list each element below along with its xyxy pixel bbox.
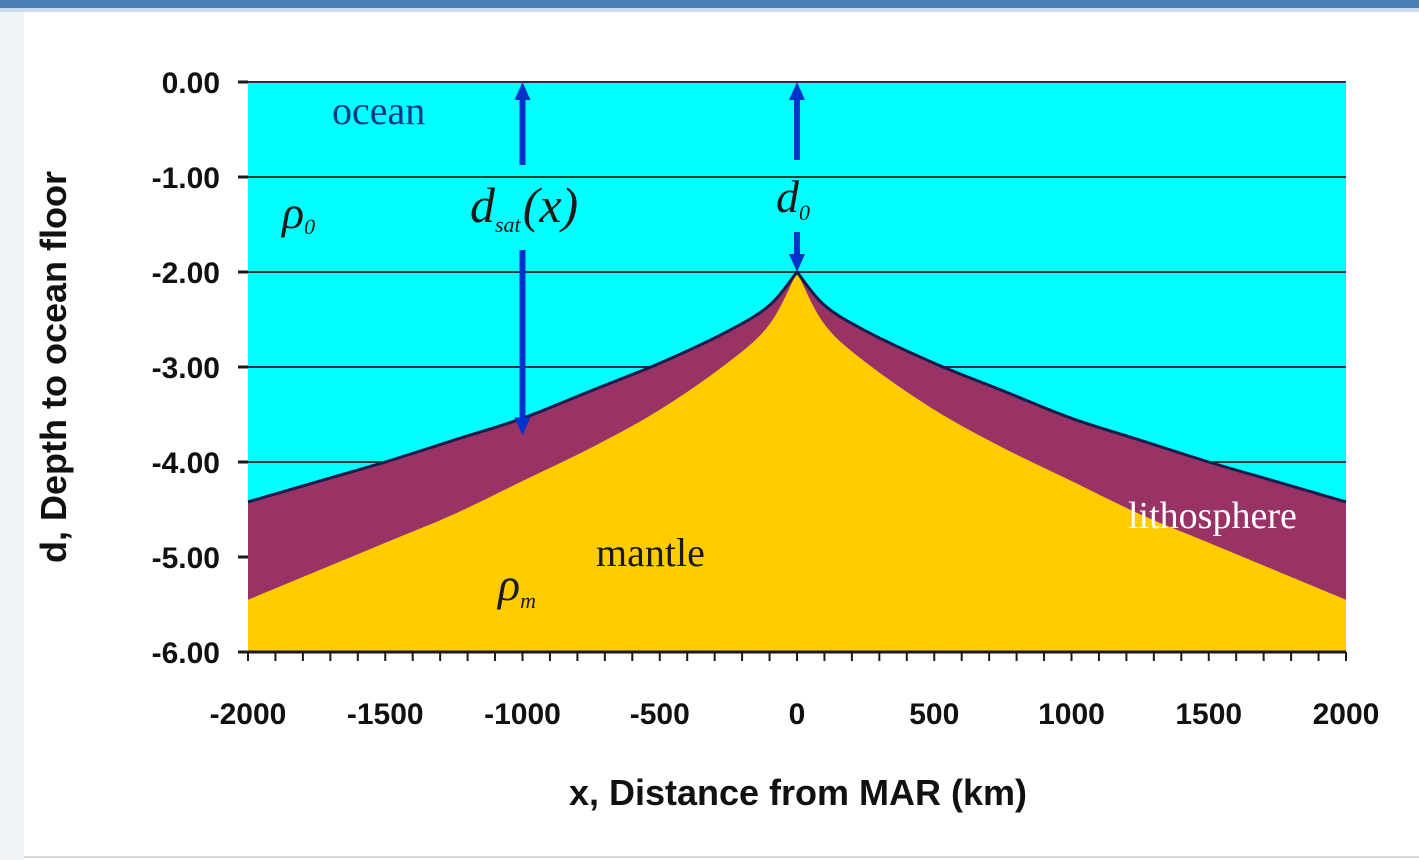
- y-axis-tick-marks: [238, 80, 248, 654]
- slide-bottom-rule: [24, 856, 1419, 858]
- x-tick-label: -500: [630, 698, 690, 731]
- y-tick-label: -1.00: [152, 162, 220, 195]
- x-tick-label: 500: [909, 698, 959, 731]
- y-tick-label: 0.00: [162, 67, 220, 100]
- dsat-arrow-bottom-head: [514, 417, 531, 436]
- d0-arrow: [789, 82, 805, 272]
- x-tick-label: -1000: [484, 698, 561, 731]
- x-axis-title: x, Distance from MAR (km): [569, 772, 1027, 813]
- mantle-label: mantle: [596, 530, 705, 575]
- y-tick-label: -5.00: [152, 542, 220, 575]
- x-tick-label: 1500: [1175, 698, 1242, 731]
- y-axis-tick-labels: 0.00 -1.00 -2.00 -3.00 -4.00 -5.00 -6.00: [152, 67, 220, 670]
- x-tick-label: 2000: [1313, 698, 1380, 731]
- x-tick-label: 0: [789, 698, 806, 731]
- mantle-area: [248, 272, 1346, 652]
- d0-arrow-bottom-head: [789, 254, 805, 272]
- depth-arrows: [514, 82, 805, 436]
- y-tick-label: -2.00: [152, 257, 220, 290]
- dsat-arrow: [514, 82, 531, 436]
- rho0-label: ρ0: [280, 187, 315, 239]
- d0-arrow-top-head: [789, 82, 805, 100]
- y-tick-label: -3.00: [152, 352, 220, 385]
- ocean-label: ocean: [332, 88, 425, 133]
- slide-top-bar-highlight: [0, 8, 1419, 12]
- y-tick-label: -4.00: [152, 447, 220, 480]
- dsat-label: dsat(x): [470, 177, 578, 237]
- y-tick-label: -6.00: [152, 637, 220, 670]
- lithosphere-label: lithosphere: [1128, 495, 1297, 537]
- x-tick-label: 1000: [1038, 698, 1105, 731]
- y-axis-title: d, Depth to ocean floor: [33, 171, 74, 563]
- x-tick-label: -2000: [210, 698, 287, 731]
- rhom-label: ρm: [496, 559, 536, 613]
- dsat-arrow-top-head: [514, 82, 531, 100]
- slide-left-frame: [0, 12, 24, 860]
- x-axis-tick-labels: -2000 -1500 -1000 -500 0 500 1000 1500 2000: [210, 698, 1380, 731]
- x-tick-label: -1500: [347, 698, 424, 731]
- d0-label: d0: [776, 171, 810, 225]
- x-axis-minor-ticks: [247, 652, 1347, 661]
